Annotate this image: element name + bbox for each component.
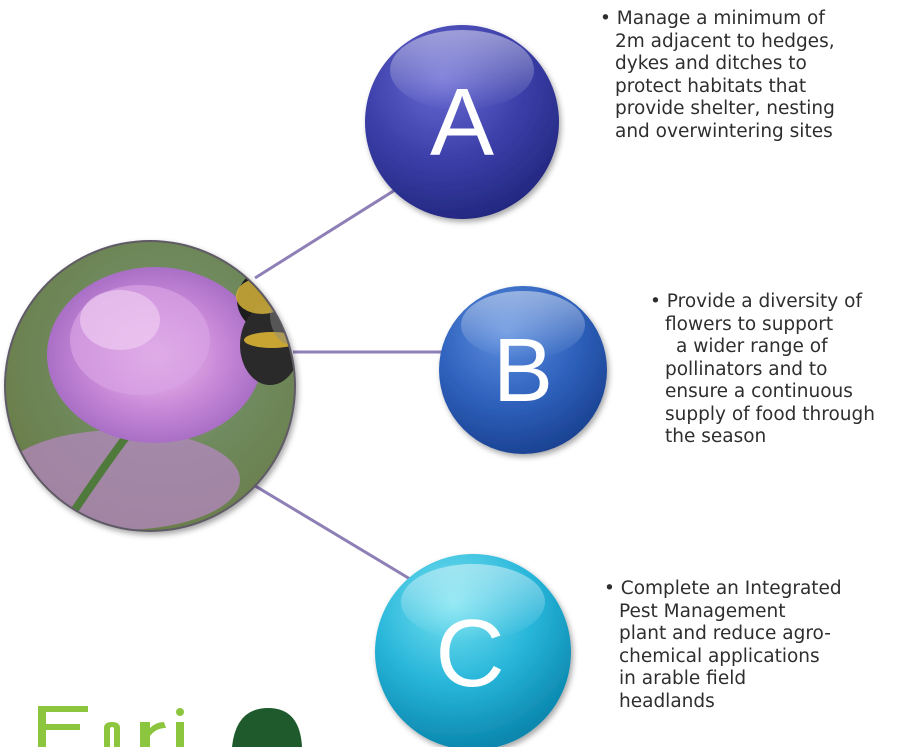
bullet-c-line: headlands	[619, 690, 715, 712]
bullet-b-line: • Provide a diversity of	[650, 291, 862, 312]
node-c-letter: C	[435, 600, 504, 707]
bullet-a-line: 2m adjacent to hedges,	[615, 30, 835, 52]
bullet-a-line: dykes and ditches to	[615, 53, 807, 74]
bullet-a-line: • Manage a minimum of	[600, 8, 825, 29]
brand-logo-partial	[38, 706, 302, 747]
bullet-b-line: supply of food through	[665, 403, 875, 425]
bullet-c-line: • Complete an Integrated	[604, 578, 842, 599]
bullet-c-line: in arable field	[619, 668, 747, 689]
bullet-a-text: • Manage a minimum of 2m adjacent to hed…	[600, 8, 835, 143]
flower-image	[47, 267, 263, 443]
connector-a	[254, 188, 396, 280]
bullet-b-line: ensure a continuous	[665, 381, 853, 402]
bullet-a-line: and overwintering sites	[615, 120, 833, 142]
bullet-b-line: a wider range of	[676, 336, 828, 357]
bumblebee-image	[236, 266, 294, 385]
bullet-a-line: protect habitats that	[615, 75, 807, 97]
bullet-c-line: Pest Management	[619, 600, 786, 622]
node-a: A	[365, 25, 559, 219]
bullet-c-text: • Complete an Integrated Pest Management…	[604, 578, 842, 713]
connector-c	[251, 482, 416, 584]
bullet-a-line: provide shelter, nesting	[615, 98, 835, 119]
bullet-c-line: plant and reduce agro-	[619, 623, 831, 644]
bullet-b-text: • Provide a diversity of flowers to supp…	[650, 291, 875, 449]
node-c: C	[375, 554, 571, 747]
photo-circle	[4, 240, 296, 532]
bullet-c-line: chemical applications	[619, 645, 820, 667]
bullet-b-line: the season	[665, 426, 767, 447]
connector-lines	[251, 188, 445, 584]
node-b: B	[439, 286, 607, 454]
bullet-b-line: flowers to support	[665, 313, 834, 335]
bullet-b-line: pollinators and to	[665, 358, 828, 380]
node-a-letter: A	[430, 69, 494, 176]
node-b-letter: B	[493, 321, 553, 421]
